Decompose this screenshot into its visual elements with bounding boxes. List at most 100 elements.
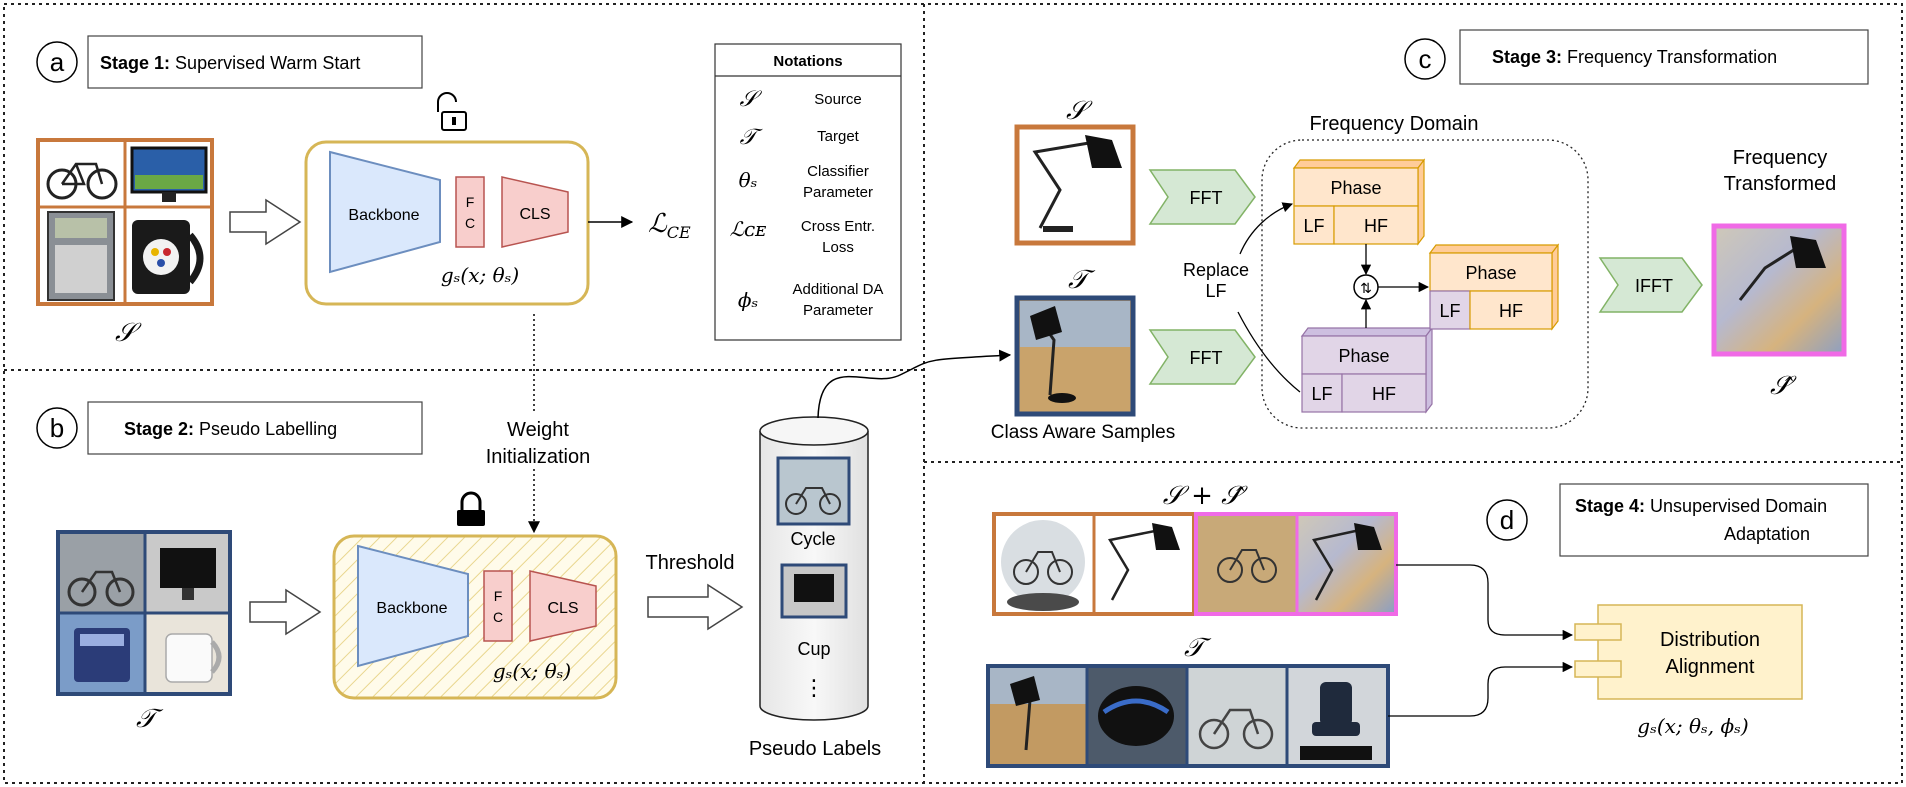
stage-2-title-box xyxy=(87,401,423,455)
threshold-label: Threshold xyxy=(646,552,735,574)
cls-label-a: CLS xyxy=(519,206,550,223)
fc-letter-c-b: C xyxy=(493,609,503,625)
replace-label-line1: Replace xyxy=(1183,260,1249,280)
fc-letter-c-a: C xyxy=(465,215,475,231)
fc-letter-f-a: F xyxy=(466,194,475,210)
stage-2-title: Stage 2: Pseudo Labelling xyxy=(124,419,337,439)
stage-4-title-line1: Stage 4: Unsupervised Domain xyxy=(1575,496,1827,516)
phase-block-source: Phase LF HF xyxy=(1292,158,1426,246)
stage-1-panel: a Stage 1: Supervised Warm Start xyxy=(36,35,902,348)
weight-init-bg xyxy=(472,412,602,468)
stage-1-title-box xyxy=(87,35,423,89)
fc-block-a xyxy=(455,176,485,248)
notation-symbol-3: ℒᴄᴇ xyxy=(730,217,767,241)
notation-desc-2-line2: Parameter xyxy=(803,184,873,201)
cls-block-a xyxy=(501,176,569,248)
weight-init-line1: Weight xyxy=(507,419,569,441)
model-function-d: gₛ(x; θₛ, ϕₛ) xyxy=(1637,714,1748,738)
cycle-thumbnail xyxy=(776,456,851,526)
backbone-label-a: Backbone xyxy=(348,207,419,224)
notation-symbol-4: ϕₛ xyxy=(738,288,758,312)
lock-icon xyxy=(457,491,485,526)
threshold-arrow xyxy=(647,583,744,631)
stage-d-badge xyxy=(1486,499,1528,541)
calculator-thumbnail xyxy=(47,211,115,301)
notations-title: Notations xyxy=(773,53,842,70)
ifft-arrow xyxy=(1598,257,1703,313)
svg-text:HF: HF xyxy=(1499,301,1523,321)
fft-label-top: FFT xyxy=(1190,188,1223,208)
dist-align-line2: Alignment xyxy=(1666,656,1755,678)
stage-1-title: Stage 1: Supervised Warm Start xyxy=(100,53,360,73)
source-lamp-image xyxy=(1014,124,1136,246)
source-plus-hat-label: 𝒮 + 𝒮̂ xyxy=(1163,481,1248,511)
source-hat-label: 𝒮̂ xyxy=(1770,371,1797,401)
stage-b-badge xyxy=(36,407,78,449)
pseudo-labels-caption: Pseudo Labels xyxy=(749,738,881,760)
svg-text:Phase: Phase xyxy=(1330,178,1381,198)
svg-text:LF: LF xyxy=(1439,301,1460,321)
notation-desc-3-line2: Loss xyxy=(822,239,854,256)
fc-letter-f-b: F xyxy=(494,588,503,604)
fc-block-b xyxy=(483,570,513,642)
weight-init-line2: Initialization xyxy=(486,446,591,468)
replace-label-line2: LF xyxy=(1205,281,1226,301)
svg-text:LF: LF xyxy=(1311,384,1332,404)
target-strip xyxy=(986,664,1390,768)
stage-a-letter: a xyxy=(50,47,65,77)
dist-align-line1: Distribution xyxy=(1660,629,1760,651)
target-label-b: 𝒯 xyxy=(136,704,164,734)
freq-transformed-line1: Frequency xyxy=(1733,147,1828,169)
fft-arrow-bottom xyxy=(1148,329,1256,385)
fft-label-bottom: FFT xyxy=(1190,348,1223,368)
source-label-c: 𝒮 xyxy=(1066,96,1093,126)
cls-block-b xyxy=(529,570,597,642)
svg-text:HF: HF xyxy=(1372,384,1396,404)
connector-target-to-alignment xyxy=(1388,661,1574,717)
arrow-to-model-a xyxy=(229,198,302,246)
stage-d-letter: d xyxy=(1500,505,1514,535)
stage-a-badge xyxy=(36,41,78,83)
notations-table: Notations 𝒮 Source 𝒯 Target θₛ Classifie… xyxy=(714,43,902,341)
phase-block-target: Phase LF HF xyxy=(1300,326,1434,414)
mug-thumbnail xyxy=(132,220,204,294)
svg-text:LF: LF xyxy=(1303,216,1324,236)
arrow-to-model-b xyxy=(249,588,322,636)
bike-thumbnail xyxy=(46,162,118,200)
stage-4-title-box xyxy=(1559,483,1869,557)
target-label-d: 𝒯 xyxy=(1184,633,1212,663)
unlock-icon xyxy=(437,92,467,131)
distribution-alignment-block: Distribution Alignment xyxy=(1574,604,1803,700)
replace-label-bg xyxy=(1176,256,1256,302)
stage-2-panel: b Stage 2: Pseudo Labelling 𝒯 xyxy=(36,401,881,760)
notation-desc-4-line2: Parameter xyxy=(803,302,873,319)
backbone-block-b xyxy=(357,544,469,668)
svg-text:Phase: Phase xyxy=(1338,346,1389,366)
stage-4-title-line2: Adaptation xyxy=(1724,524,1810,544)
class-aware-connector xyxy=(817,349,1012,419)
notation-desc-2-line1: Classifier xyxy=(807,163,869,180)
backbone-label-b: Backbone xyxy=(376,600,447,617)
target-image-grid xyxy=(56,530,232,696)
notation-desc-0: Source xyxy=(814,91,862,108)
cls-label-b: CLS xyxy=(547,600,578,617)
stage-3-panel: c Stage 3: Frequency Transformation 𝒮 𝒯 … xyxy=(991,29,1869,443)
target-lamp-image xyxy=(1014,295,1136,417)
stage-3-title: Stage 3: Frequency Transformation xyxy=(1492,47,1777,67)
fft-arrow-top xyxy=(1148,169,1256,225)
cup-label: Cup xyxy=(797,639,830,659)
frequency-domain-title: Frequency Domain xyxy=(1310,113,1479,135)
notation-desc-4-line1: Additional DA xyxy=(793,281,884,298)
backbone-block-a xyxy=(329,150,441,274)
stage-4-panel: d Stage 4: Unsupervised Domain Adaptatio… xyxy=(986,481,1869,768)
pseudo-labels-cylinder: Cycle Cup ⋮ xyxy=(759,416,869,721)
target-label-c: 𝒯 xyxy=(1068,265,1096,295)
stage-c-letter: c xyxy=(1419,44,1432,74)
ifft-label: IFFT xyxy=(1635,276,1673,296)
model-function-a: gₛ(x; θₛ) xyxy=(441,263,519,287)
replace-curve-bottom xyxy=(1237,311,1301,393)
source-plus-transformed-strip xyxy=(992,512,1398,616)
connector-source-to-alignment xyxy=(1396,564,1574,641)
